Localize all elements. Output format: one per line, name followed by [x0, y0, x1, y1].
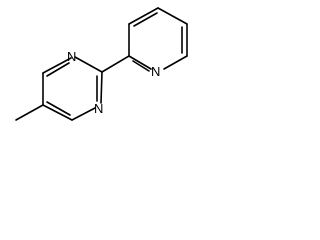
atom-label-n3: N [94, 101, 103, 116]
structure-diagram: N N N [0, 0, 216, 149]
bond-c5-methyl [15, 104, 44, 121]
bonds [15, 7, 188, 121]
bond-n1-c6-inner [46, 62, 70, 77]
atom-labels: N N N [67, 49, 160, 116]
bond-c2prime-n1prime-inner [132, 60, 150, 72]
bond-n1prime-c6prime [163, 55, 188, 70]
bond-c4-n3 [71, 107, 96, 121]
molecule-drawing: N N N [15, 7, 188, 121]
bond-c5prime-c4prime [157, 7, 188, 25]
atom-label-n1: N [67, 49, 76, 64]
bond-n3-c2 [100, 71, 103, 104]
bond-c2-c2prime [101, 55, 130, 73]
bond-c5-c4 [42, 104, 73, 121]
bond-n1-c6 [42, 57, 72, 74]
bond-c2prime-n1prime [128, 55, 152, 70]
bond-c4prime-c3prime-inner [133, 12, 158, 27]
bond-c5-c4-inner [46, 101, 71, 116]
bond-c4prime-c3prime [128, 7, 159, 25]
bond-c2-n1 [74, 56, 103, 73]
atom-label-n1prime: N [151, 64, 160, 79]
